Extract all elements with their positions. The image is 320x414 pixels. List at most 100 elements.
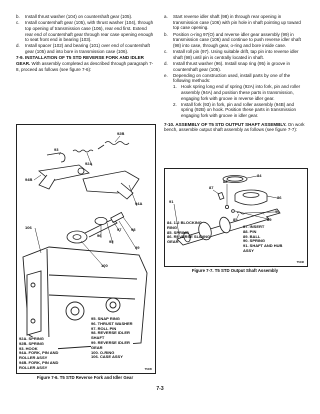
legend-entry: 95. SNAP RING <box>91 316 120 321</box>
output-shaft-drawing <box>176 175 281 246</box>
callout-86: 86 <box>277 195 282 200</box>
step-b: b. Install thrust washer (104) on counte… <box>16 14 154 20</box>
step-b: b. Position o-ring 97(O) and reverse idl… <box>164 32 306 49</box>
callout-91: 91 <box>169 199 174 204</box>
figure-legend-left: 84. 1-2 BLOCKING RING 85. SPRING 86. REV… <box>167 220 211 245</box>
step-label: c. <box>16 20 20 26</box>
figure-7-6: 92B 93 92A 94B 94A 106 97 98 96 95 99 10… <box>16 124 156 374</box>
figure-code: T5435 <box>144 368 152 371</box>
step-label: a. <box>164 14 168 19</box>
page-number: 7-3 <box>156 386 164 392</box>
callout-88: 88 <box>223 179 228 184</box>
substep-text: Install fork (93) in fork, pin and rolle… <box>181 101 297 118</box>
callout-92b: 92B <box>117 131 124 136</box>
callout-94a: 94A <box>135 201 142 206</box>
callout-87: 87 <box>209 185 214 190</box>
legend-entry: 90. SPRING <box>243 238 266 244</box>
section-text: On work bench, assemble output shaft ass… <box>164 121 305 133</box>
step-d: d. Install thrust washer (96). Install s… <box>164 61 306 72</box>
section-heading: 7-10. ASSEMBLY OF T5 STD OUTPUT SHAFT AS… <box>164 121 287 127</box>
step-text: Install countershaft gear (105), with th… <box>25 20 154 43</box>
legend-entry: 97. ROLL PIN <box>91 325 117 331</box>
legend-entry: 94B. FORK, PIN AND <box>19 359 59 365</box>
step-text: Install thrust washer (96). Install snap… <box>173 60 291 72</box>
legend-entry: 86. REVERSE SLIDING <box>167 234 211 240</box>
spring-drawing <box>97 141 130 150</box>
legend-entry: 85. SPRING <box>167 229 190 235</box>
section-7-9: 7-9. INSTALLATION OF T5 STD REVERSE FORK… <box>16 55 154 72</box>
substep-label: 1. <box>173 84 177 90</box>
callout-84: 84 <box>257 173 262 178</box>
callout-90: 90 <box>275 209 280 214</box>
substep-text: Hook spring long end of spring (92A) int… <box>181 84 301 101</box>
callout-99: 99 <box>135 245 140 250</box>
step-label: e. <box>164 72 168 78</box>
step-label: c. <box>164 49 168 54</box>
legend-entry: 84. 1-2 BLOCKING <box>167 220 202 225</box>
section-text: With assembly completed as described thr… <box>16 60 154 72</box>
legend-entry: 98. REVERSE IDLER <box>91 330 130 336</box>
callout-94b: 94B <box>25 177 32 182</box>
step-label: b. <box>164 31 168 37</box>
fork-drawing <box>82 170 140 200</box>
step-text: Depending on construction used, install … <box>173 72 291 84</box>
legend-entry: 94A. FORK, PIN AND <box>19 350 59 356</box>
legend-entry: GEAR <box>91 344 103 350</box>
figure-legend-right: 95. SNAP RING 96. THRUST WASHER 97. ROLL… <box>91 316 133 361</box>
figure-caption: Figure 7-6. T5 STD Reverse Fork and Idle… <box>36 375 134 380</box>
legend-entry: RING <box>167 224 177 230</box>
legend-entry: ROLLER ASSY <box>19 364 48 370</box>
legend-entry: 100. O-RING <box>91 349 115 355</box>
figure-legend-left: 92A. SPRING 92B. SPRING 93. HOOK 94A. FO… <box>19 336 59 371</box>
callout-layer: 92B 93 92A 94B 94A 106 97 98 96 95 99 10… <box>25 131 142 269</box>
legend-entry: ROLLER ASSY <box>19 355 48 361</box>
spring-drawing <box>72 149 94 153</box>
fork-assembly-drawing <box>38 164 90 190</box>
legend-entry: 92B. SPRING <box>19 340 44 346</box>
step-d: d. Install spacer (102) and bearing (101… <box>16 43 154 54</box>
legend-entry: 106. CASE ASSY <box>91 354 123 360</box>
callout-97: 97 <box>117 227 122 232</box>
step-label: b. <box>16 14 20 19</box>
legend-entry: 92A. SPRING <box>19 336 44 341</box>
figure-code: T5436 <box>296 261 304 264</box>
legend-entry: 91. SHAFT AND HUB <box>243 243 283 249</box>
step-text: Install roll pin (97). Using suitable dr… <box>173 49 299 60</box>
legend-entry: 96. THRUST WASHER <box>91 320 133 326</box>
callout-106: 106 <box>25 225 32 230</box>
substep-1: 1. Hook spring long end of spring (92A) … <box>173 84 306 101</box>
leader-lines <box>173 175 278 236</box>
hook-drawing <box>46 152 66 163</box>
callout-85: 85 <box>233 217 238 222</box>
step-e: e. Depending on construction used, insta… <box>164 73 306 84</box>
section-7-10: 7-10. ASSEMBLY OF T5 STD OUTPUT SHAFT AS… <box>164 122 306 133</box>
callout-96: 96 <box>97 233 102 238</box>
legend-entry: 88. PIN <box>243 228 257 234</box>
step-c: c. Install roll pin (97). Using suitable… <box>164 49 306 60</box>
callout-92a: 92A <box>85 161 92 166</box>
step-label: d. <box>16 43 20 49</box>
step-c: c. Install countershaft gear (105), with… <box>16 20 154 43</box>
callout-100: 100 <box>101 263 108 268</box>
callout-95: 95 <box>109 239 114 244</box>
left-column: b. Install thrust washer (104) on counte… <box>16 14 154 72</box>
leader-lines <box>33 135 138 269</box>
legend-entry: ASSY <box>243 247 254 253</box>
callout-98: 98 <box>131 227 136 232</box>
legend-entry: 93. HOOK <box>19 345 38 351</box>
legend-entry: 89. BALL <box>243 233 261 239</box>
step-label: d. <box>164 60 168 66</box>
figure-legend-right: 87. INSERT 88. PIN 89. BALL 90. SPRING 9… <box>243 224 283 254</box>
figure-caption: Figure 7-7. T5 STD Output Shaft Assembly <box>191 268 279 273</box>
step-text: Start reverse idler shaft (98) in throug… <box>173 14 301 31</box>
callout-93: 93 <box>54 147 59 152</box>
step-text: Position o-ring 97(O) and reverse idler … <box>173 31 301 48</box>
step-a: a. Start reverse idler shaft (98) in thr… <box>164 14 306 31</box>
legend-entry: SHAFT <box>91 335 105 341</box>
callout-89: 89 <box>267 217 272 222</box>
figure-7-7: 84 88 87 86 85 91 89 90 84. 1-2 BLOCKING… <box>164 168 308 267</box>
legend-entry: GEAR <box>167 239 179 245</box>
legend-entry: 99. REVERSE IDLER <box>91 339 130 345</box>
substep-label: 2. <box>173 101 177 107</box>
legend-entry: 87. INSERT <box>243 224 265 229</box>
